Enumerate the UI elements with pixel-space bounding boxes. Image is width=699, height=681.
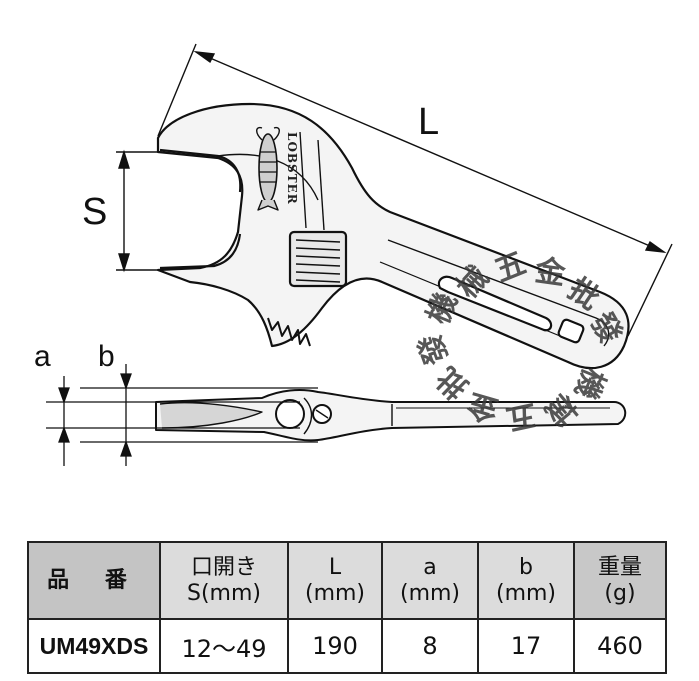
dimension-a-label: a — [34, 340, 51, 373]
wrench-diagram: LOBSTER L S a — [34, 43, 673, 466]
cell-weight: 460 — [573, 618, 667, 674]
spec-table: 品 番 口開き S(mm) L (mm) a (mm) b (mm) 重量 (g… — [27, 541, 667, 674]
table-row: UM49XDS 12〜49 190 8 17 460 — [27, 618, 667, 674]
brand-logo-text: LOBSTER — [285, 132, 299, 205]
header-weight: 重量 (g) — [573, 541, 667, 620]
wrench-top-view — [156, 102, 630, 370]
header-b: b (mm) — [477, 541, 575, 620]
svg-text:機: 機 — [567, 363, 611, 404]
cell-b: 17 — [477, 618, 575, 674]
lobster-logo-icon — [256, 126, 280, 211]
dimension-b-label: b — [98, 340, 115, 373]
svg-text:發: 發 — [412, 329, 455, 370]
header-a: a (mm) — [381, 541, 479, 620]
dimension-L-label: L — [418, 101, 439, 143]
header-item-number: 品 番 — [27, 541, 161, 620]
svg-text:金: 金 — [532, 253, 569, 292]
cell-length: 190 — [287, 618, 383, 674]
dimension-S — [116, 149, 162, 273]
spec-table-header-row: 品 番 口開き S(mm) L (mm) a (mm) b (mm) 重量 (g… — [27, 541, 667, 620]
cell-opening: 12〜49 — [159, 618, 289, 674]
cell-model: UM49XDS — [27, 618, 161, 674]
svg-text:批: 批 — [430, 359, 476, 405]
cell-a: 8 — [381, 618, 479, 674]
dimension-L — [157, 43, 673, 337]
header-length: L (mm) — [287, 541, 383, 620]
header-opening: 口開き S(mm) — [159, 541, 289, 620]
dimension-S-label: S — [82, 191, 107, 233]
dimension-a-b — [46, 364, 318, 466]
svg-text:五: 五 — [503, 396, 540, 436]
